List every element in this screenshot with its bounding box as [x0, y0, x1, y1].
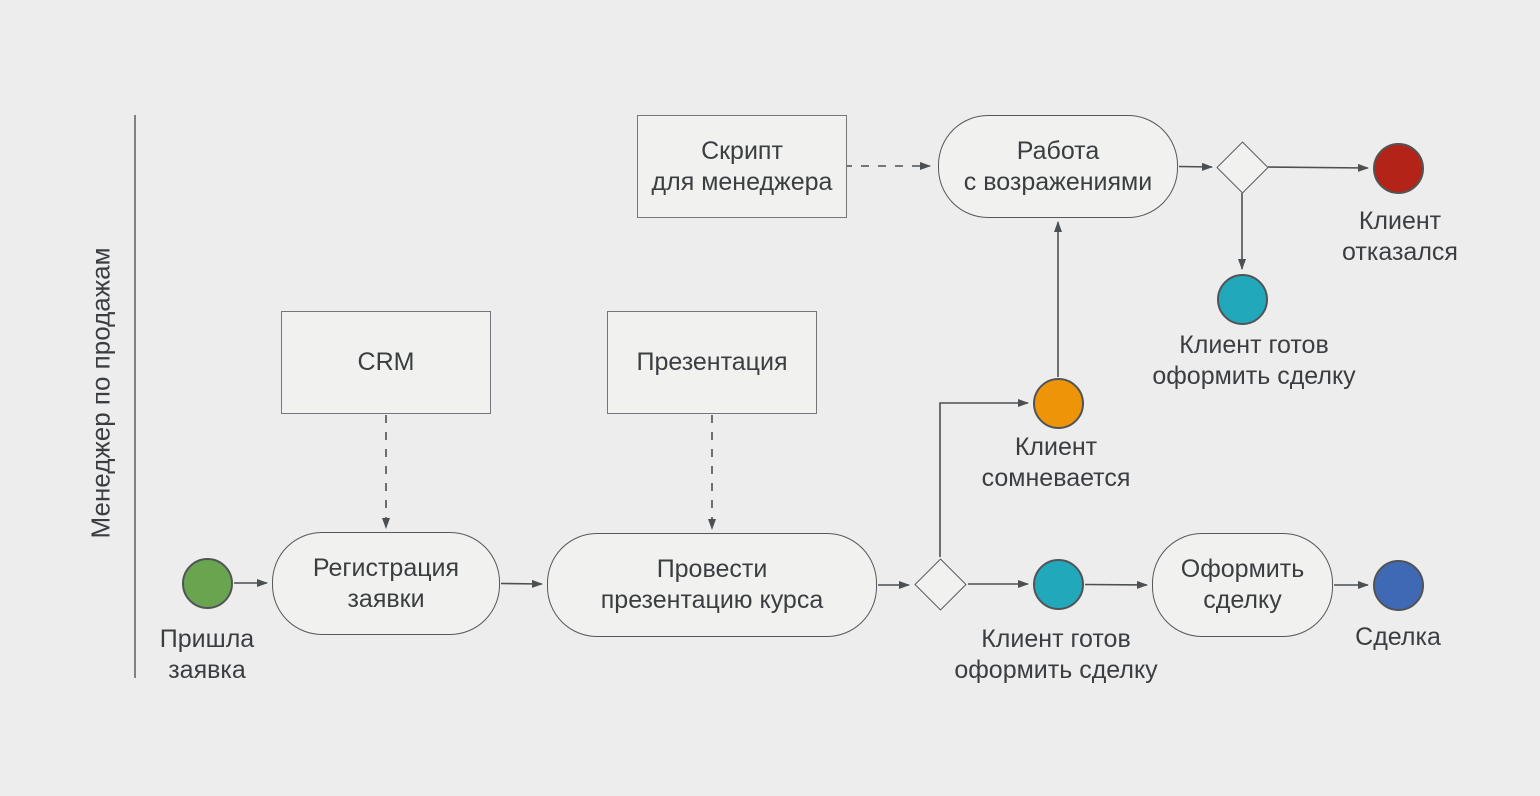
event-client-ready-after-objections-label: Клиент готов оформить сделку: [1152, 331, 1356, 390]
event-client-refused-label: Клиент отказался: [1342, 207, 1458, 266]
task-handle-objections-label: Работа с возражениями: [963, 136, 1153, 196]
flow-gateway2-to-refused: [1267, 163, 1369, 172]
artifact-crm: CRM: [281, 311, 491, 414]
event-client-doubts-label: Клиент сомневается: [981, 433, 1131, 492]
lane-label: Менеджер по продажам: [85, 247, 116, 539]
task-present-course-label: Провести презентацию курса: [600, 555, 824, 614]
event-client-ready: [1032, 558, 1084, 610]
event-client-ready-label: Клиент готов оформить сделку: [954, 625, 1158, 684]
flow-objections-to-gateway2: [1178, 162, 1213, 171]
artifact-script-label: Скрипт для менеджера: [651, 136, 833, 196]
event-start-request: [181, 557, 233, 609]
event-client-ready-after-objections: [1216, 273, 1268, 325]
flow-ready-to-close: [1084, 580, 1148, 589]
artifact-script: Скрипт для менеджера: [637, 115, 847, 218]
task-handle-objections: Работа с возражениями: [938, 115, 1178, 218]
artifact-presentation-label: Презентация: [636, 348, 788, 376]
task-register-request-label: Регистрация заявки: [312, 553, 460, 613]
event-client-doubts: [1032, 377, 1084, 429]
event-deal-done-label: Сделка: [1355, 623, 1441, 651]
task-present-course: Провести презентацию курса: [547, 533, 877, 637]
event-client-refused: [1372, 142, 1424, 194]
flow-register-to-present: [500, 579, 543, 588]
artifact-crm-label: CRM: [357, 348, 415, 376]
event-deal-done: [1372, 559, 1424, 611]
event-start-request-label: Пришла заявка: [159, 625, 255, 684]
gateway-after-presentation: [913, 557, 967, 611]
task-register-request: Регистрация заявки: [272, 532, 500, 635]
task-close-deal-label: Оформить сделку: [1180, 555, 1305, 614]
task-close-deal: Оформить сделку: [1152, 533, 1333, 637]
artifact-presentation: Презентация: [607, 311, 817, 414]
gateway-after-objections: [1215, 140, 1269, 194]
lane-divider-line: [134, 115, 136, 678]
